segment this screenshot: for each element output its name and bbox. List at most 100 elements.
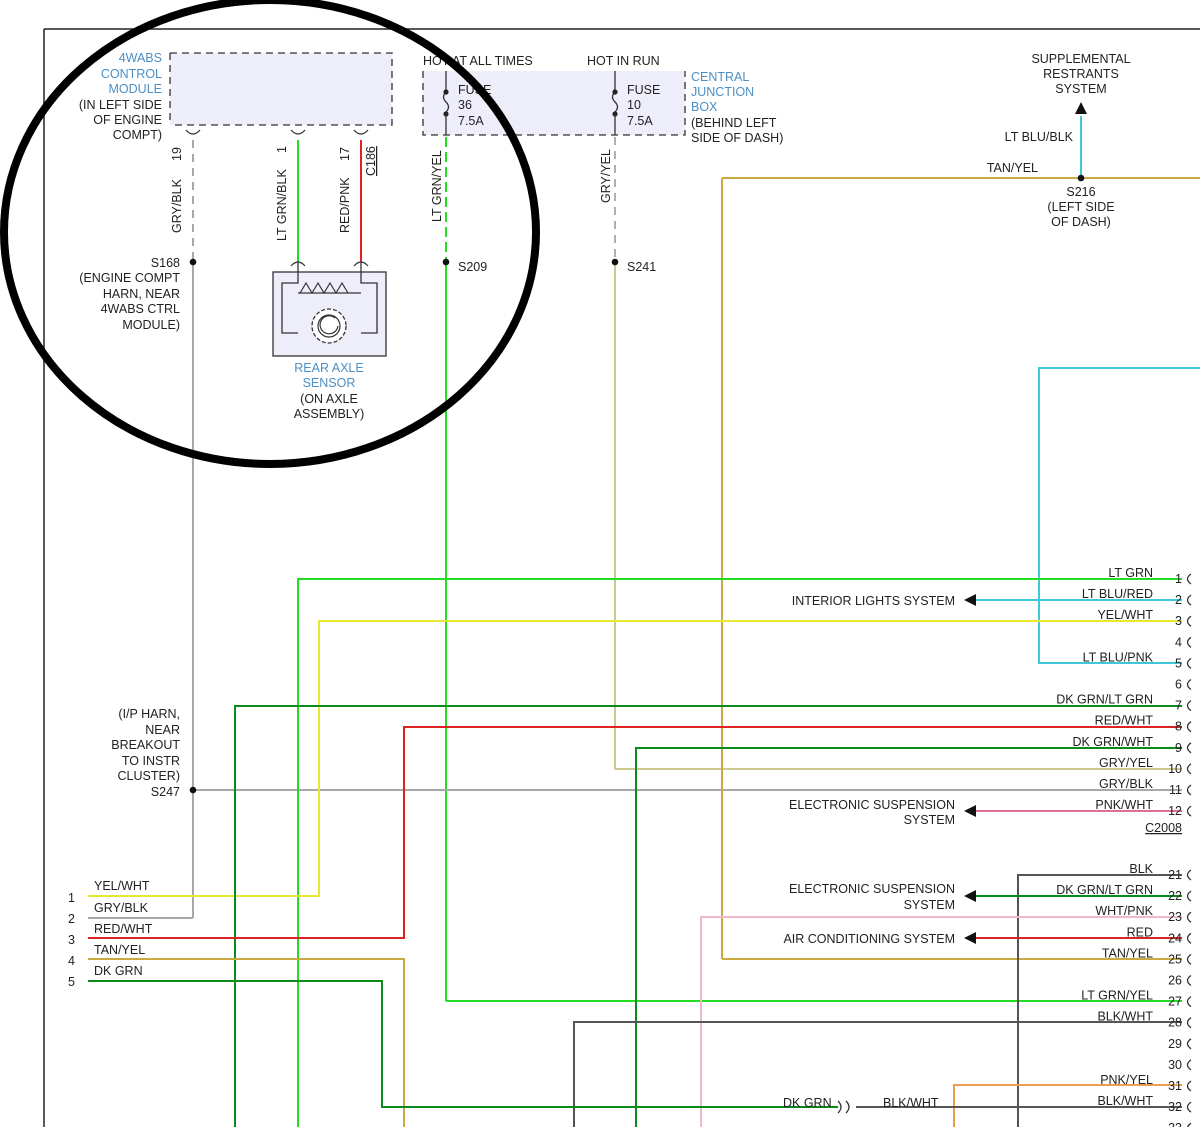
left-pin-2: 2 (68, 912, 75, 926)
c2008-pin-cup-22 (1186, 890, 1192, 902)
c2008-wire-7: DK GRN/LT GRN (1056, 693, 1153, 707)
s247-loc-4: TO INSTR (122, 754, 180, 768)
srs-label-3: SYSTEM (1055, 82, 1106, 96)
elec-susp-2-label-2: SYSTEM (904, 898, 955, 912)
s168-loc-1: (ENGINE COMPT (79, 271, 180, 285)
wire-yel-wht (88, 620, 1182, 897)
sensor-loc-1: (ON AXLE (300, 392, 358, 406)
elec-susp-1-arrow-icon (964, 805, 976, 817)
c2008-pin-cup-1 (1186, 573, 1192, 585)
splice-s241: S241 (627, 260, 656, 274)
splice-s168-dot (189, 258, 197, 266)
fuse-36-label-2: 36 (458, 98, 472, 112)
ac-arrow-icon (964, 932, 976, 944)
c2008-wire-22: DK GRN/LT GRN (1056, 883, 1153, 897)
pin-1-num: 1 (275, 146, 289, 153)
c2008-pin-23: 23 (1168, 910, 1182, 924)
c2008-wire-28: BLK/WHT (1097, 1010, 1153, 1024)
c2008-wire-2: LT BLU/RED (1082, 587, 1153, 601)
cjb-name-2: JUNCTION (691, 85, 754, 99)
splice-s168: S168 (151, 256, 180, 270)
wire-lt-grn (297, 578, 1182, 1127)
pin-19-num: 19 (170, 147, 184, 161)
wire-36-label: LT GRN/YEL (430, 150, 444, 222)
left-pin-4: 4 (68, 954, 75, 968)
wire-10-label: GRY/YEL (599, 149, 613, 203)
splice-s216: S216 (1066, 185, 1095, 199)
s168-loc-4: MODULE) (122, 318, 180, 332)
s247-loc-2: NEAR (145, 723, 180, 737)
wire-lt-blu-pnk (1038, 367, 1200, 664)
cjb-name-1: CENTRAL (691, 70, 749, 84)
module-name-1: 4WABS (119, 51, 162, 65)
c2008-pin-10: 10 (1168, 762, 1182, 776)
fuse-10-symbol (611, 91, 619, 113)
left-pin-1: 1 (68, 891, 75, 905)
left-connector: 1 YEL/WHT 2 GRY/BLK 3 RED/WHT 4 TAN/YEL … (68, 879, 153, 989)
bottom-blk-wht: BLK/WHT (883, 1096, 939, 1110)
c2008-pin-cup-23 (1186, 911, 1192, 923)
module-loc-1: (IN LEFT SIDE (79, 98, 162, 112)
module-loc-3: COMPT) (113, 128, 162, 142)
bottom-dk-grn: DK GRN (783, 1096, 832, 1110)
module-pin-1 (290, 129, 306, 135)
fuse-10-label-2: 10 (627, 98, 641, 112)
c2008-pin-11: 11 (1169, 783, 1182, 797)
wire-tan-yel-left (88, 958, 405, 1127)
srs-label-2: RESTRANTS (1043, 67, 1119, 81)
left-wire-1: YEL/WHT (94, 879, 150, 893)
c2008-pin-cup-29 (1186, 1038, 1192, 1050)
cjb-name-3: BOX (691, 100, 718, 114)
c2008-wire-1: LT GRN (1108, 566, 1153, 580)
c2008-pin-12: 12 (1168, 804, 1182, 818)
interior-lights-label: INTERIOR LIGHTS SYSTEM (792, 594, 955, 608)
c2008-pin-21: 21 (1168, 868, 1182, 882)
splice-s216-dot (1077, 174, 1085, 182)
c2008-wire-27: LT GRN/YEL (1081, 989, 1153, 1003)
splice-s241-dot (611, 258, 619, 266)
pin-1-wire: LT GRN/BLK (275, 169, 289, 241)
c2008-pin-cup-32 (1186, 1101, 1192, 1113)
left-wire-2: GRY/BLK (94, 901, 149, 915)
s247-loc-1: (I/P HARN, (118, 707, 180, 721)
c2008-pin-32: 32 (1168, 1100, 1182, 1114)
left-pin-5: 5 (68, 975, 75, 989)
c2008-pin-1: 1 (1175, 572, 1182, 586)
splice-s216-loc-2: OF DASH) (1051, 215, 1111, 229)
elec-susp-1-label-2: SYSTEM (904, 813, 955, 827)
c2008-pin-cup-3 (1186, 615, 1192, 627)
elec-susp-1-label-1: ELECTRONIC SUSPENSION (789, 798, 955, 812)
splice-s247: S247 (151, 785, 180, 799)
tan-yel-top-label: TAN/YEL (987, 161, 1038, 175)
c2008-pin-3: 3 (1175, 614, 1182, 628)
module-pin-19 (185, 129, 201, 135)
c2008-pin-31: 31 (1168, 1079, 1182, 1093)
c2008-wire-23: WHT/PNK (1095, 904, 1153, 918)
c2008-wire-3: YEL/WHT (1097, 608, 1153, 622)
elec-susp-2-arrow-icon (964, 890, 976, 902)
srs-arrow-icon (1075, 102, 1087, 114)
srs-label-1: SUPPLEMENTAL (1031, 52, 1130, 66)
wire-dk-grn-wht (635, 747, 1182, 1127)
splice-s209: S209 (458, 260, 487, 274)
c2008-pin-26: 26 (1168, 974, 1182, 988)
fuse-box (422, 71, 686, 136)
c2008-pin-cup-12 (1186, 805, 1192, 817)
fuse-36-label-3: 7.5A (458, 114, 484, 128)
c2008-pin-cup-8 (1186, 721, 1192, 733)
c2008-pin-22: 22 (1168, 889, 1182, 903)
c2008-pin-cup-6 (1186, 678, 1192, 691)
c2008-pin-cup-7 (1186, 700, 1192, 712)
c2008-pin-30: 30 (1168, 1058, 1182, 1072)
c2008-pin-cup-4 (1186, 636, 1192, 648)
module-name-3: MODULE (109, 82, 162, 96)
sensor-loc-2: ASSEMBLY) (294, 407, 365, 421)
4wabs-module (169, 52, 393, 135)
c2008-pin-cup-11 (1186, 784, 1192, 796)
fuse-36-symbol (442, 91, 450, 113)
s247-loc-5: CLUSTER) (117, 769, 180, 783)
c2008-wire-32: BLK/WHT (1097, 1094, 1153, 1108)
left-wire-3: RED/WHT (94, 922, 153, 936)
c2008-pin-29: 29 (1168, 1037, 1182, 1051)
